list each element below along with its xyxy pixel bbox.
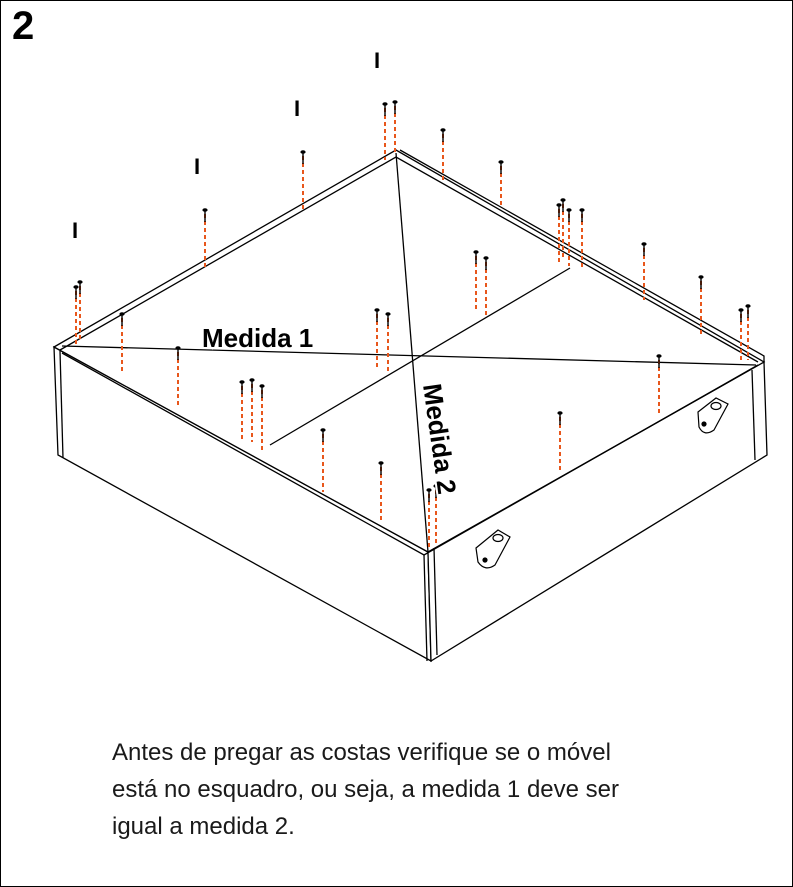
- nail-icon: [300, 150, 306, 212]
- nail-icon: [202, 208, 208, 268]
- nail-icon: [433, 484, 439, 546]
- nail-icon: [556, 203, 562, 265]
- nail-icon: [175, 346, 181, 406]
- nail-icon: [378, 461, 384, 523]
- nail-icon: [73, 285, 79, 347]
- nail-icon: [483, 256, 489, 318]
- nail-icon: [320, 428, 326, 492]
- nail-icon: [738, 308, 744, 360]
- instruction-line: igual a medida 2.: [112, 813, 295, 840]
- instruction-line: está no esquadro, ou seja, a medida 1 de…: [112, 776, 619, 803]
- panel-marker: I: [194, 154, 200, 179]
- bracket-icon: [475, 529, 511, 569]
- nail-icon: [119, 312, 125, 372]
- nail-icon: [382, 102, 388, 160]
- nail-icon: [498, 160, 504, 208]
- nail-icon: [560, 198, 566, 258]
- nail-icon: [385, 312, 391, 374]
- nail-icon: [440, 128, 446, 182]
- nail-icon: [426, 488, 432, 550]
- bracket-icon: [697, 397, 729, 434]
- nail-icon: [566, 208, 572, 266]
- nail-icon: [641, 242, 647, 300]
- measure-1-label: Medida 1: [202, 323, 313, 353]
- nail-icon: [745, 304, 751, 360]
- nail-icon: [579, 208, 585, 268]
- instruction-line: Antes de pregar as costas verifique se o…: [112, 739, 611, 766]
- nail-icon: [698, 275, 704, 335]
- nail-icon: [259, 384, 265, 450]
- nail-icon: [473, 250, 479, 310]
- measure-2-line: [395, 152, 429, 553]
- panel-marker: I: [294, 96, 300, 121]
- nail-icon: [557, 411, 563, 473]
- step-number: 2: [12, 4, 35, 48]
- nail-icon: [77, 280, 83, 342]
- nail-icon: [239, 380, 245, 442]
- nail-icon: [656, 354, 662, 416]
- nail-icon: [392, 100, 398, 154]
- panel-marker: I: [72, 218, 78, 243]
- nail-icon: [249, 378, 255, 442]
- instruction-text: Antes de pregar as costas verifique se o…: [112, 734, 752, 845]
- panel-marker: I: [374, 48, 380, 73]
- nails: [73, 100, 751, 550]
- nail-icon: [374, 308, 380, 368]
